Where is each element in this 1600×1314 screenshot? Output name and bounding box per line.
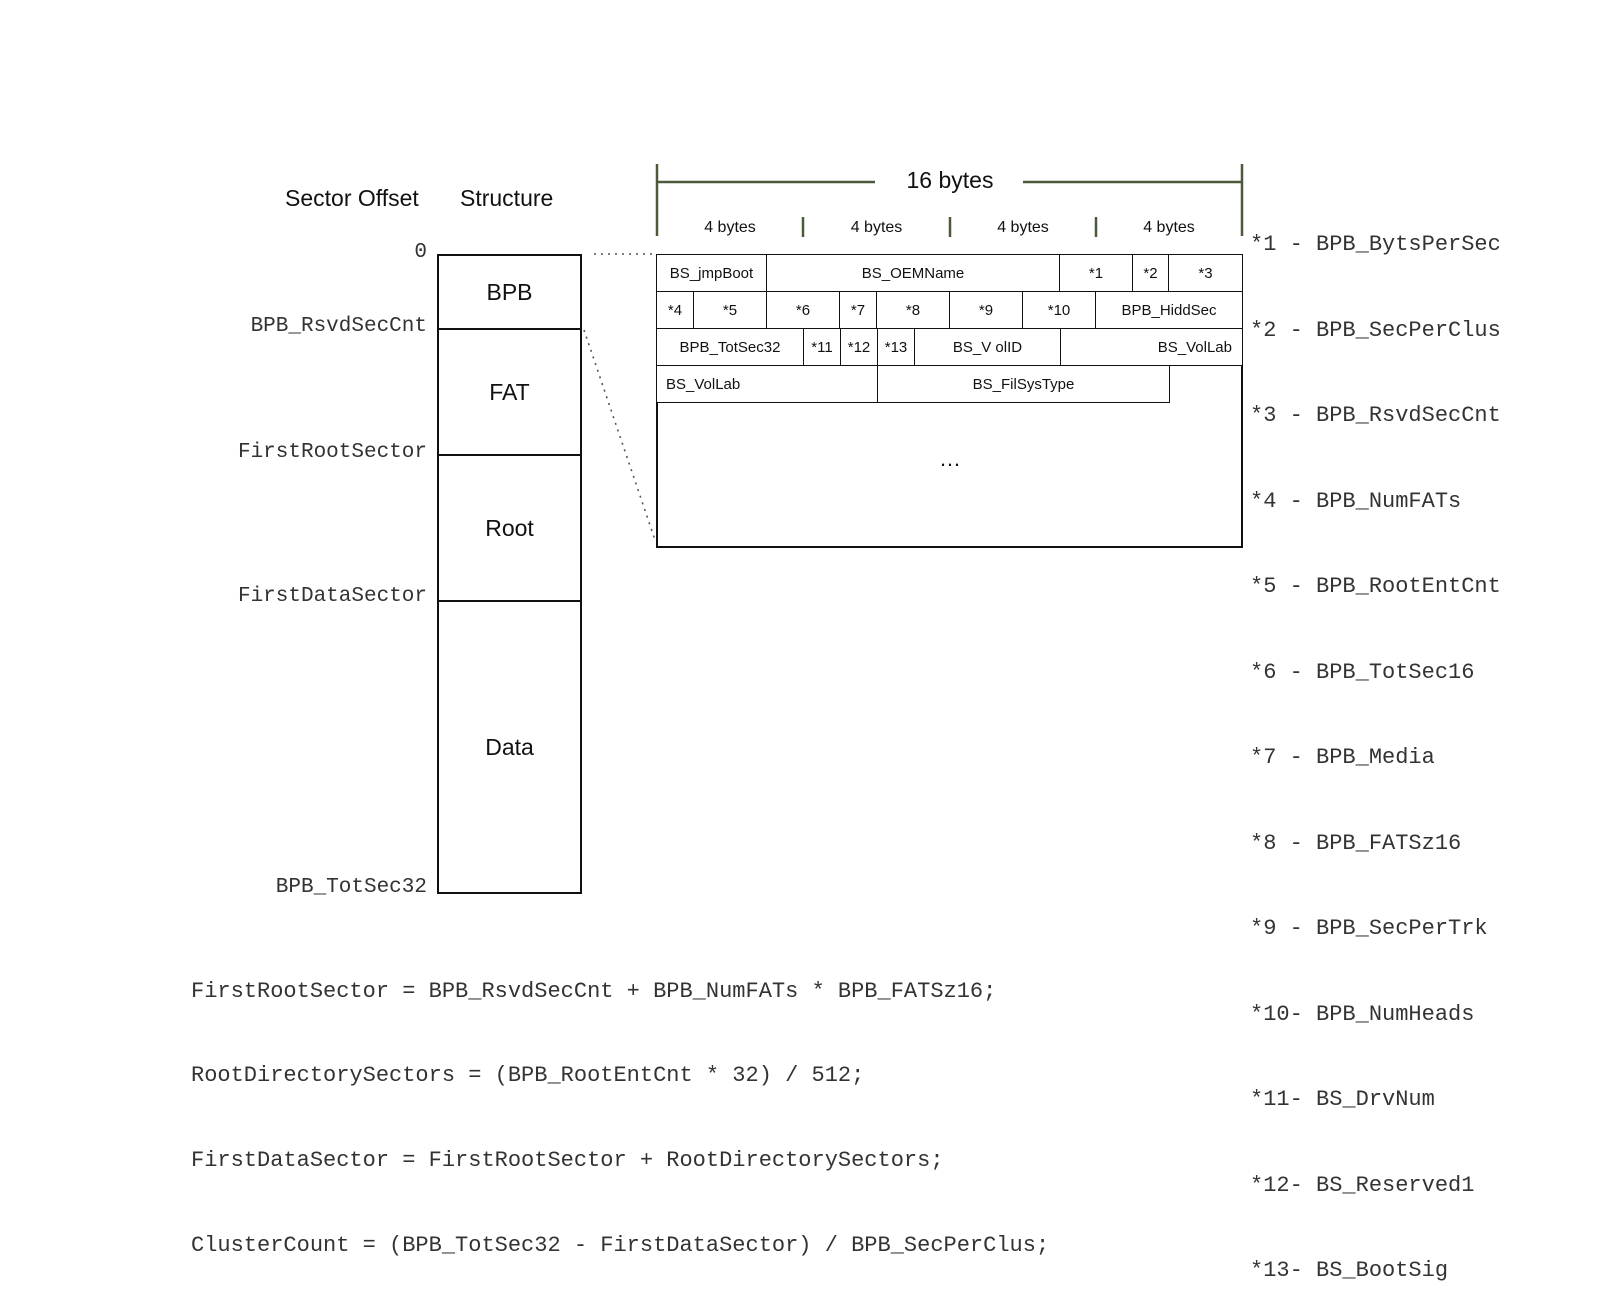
field-bpb-totsec32: BPB_TotSec32: [656, 328, 804, 366]
field-ref-11: *11: [803, 328, 841, 366]
ruler-group-label: 4 bytes: [850, 219, 903, 236]
field-ref-6: *6: [766, 291, 840, 329]
formula-block: FirstRootSector = BPB_RsvdSecCnt + BPB_N…: [191, 921, 1049, 1289]
legend-item: *3 - BPB_RsvdSecCnt: [1250, 403, 1501, 428]
offset-label-firstrootsector: FirstRootSector: [237, 441, 427, 464]
ruler-group-label: 4 bytes: [704, 219, 756, 236]
segment-fat: FAT: [437, 328, 582, 456]
field-ref-4: *4: [656, 291, 694, 329]
field-bpb-hiddsec: BPB_HiddSec: [1095, 291, 1243, 329]
field-bs-vollab-part1: BS_VolLab: [1060, 328, 1243, 366]
segment-root: Root: [437, 454, 582, 602]
field-bs-volid: BS_V olID: [914, 328, 1061, 366]
field-ref-13: *13: [877, 328, 915, 366]
offset-label-0: 0: [414, 241, 427, 264]
field-ref-2: *2: [1132, 254, 1169, 292]
field-bs-jmpboot: BS_jmpBoot: [656, 254, 767, 292]
legend-item: *4 - BPB_NumFATs: [1250, 488, 1462, 514]
byte-ruler: [655, 164, 1244, 237]
field-bs-vollab-part2: BS_VolLab: [656, 365, 878, 403]
offset-label-rsvdseccnt: BPB_RsvdSecCnt: [250, 315, 427, 338]
legend-item: *12- BS_Reserved1: [1250, 1172, 1475, 1198]
legend-item: *5 - BPB_RootEntCnt: [1250, 574, 1501, 599]
ruler-group-label: 4 bytes: [1143, 219, 1195, 236]
legend-item: *6 - BPB_TotSec16: [1250, 659, 1475, 685]
legend-item: *2 - BPB_SecPerClus: [1250, 317, 1501, 343]
field-ref-9: *9: [949, 291, 1023, 329]
legend-item: *13- BS_BootSig: [1250, 1258, 1449, 1283]
legend-item: *9 - BPB_SecPerTrk: [1250, 916, 1488, 941]
field-ref-5: *5: [693, 291, 767, 329]
offset-label-firstdatasector: FirstDataSector: [237, 585, 427, 608]
legend-item: *1 - BPB_BytsPerSec: [1250, 232, 1501, 257]
field-ref-7: *7: [839, 291, 877, 329]
structure-header: Structure: [460, 185, 554, 211]
field-bs-oemname: BS_OEMName: [766, 254, 1060, 292]
legend-item: *10- BPB_NumHeads: [1250, 1001, 1475, 1027]
zoom-connector-bottom: [583, 329, 656, 541]
ruler-total-label: 16 bytes: [906, 167, 994, 193]
diagram-lines: [583, 164, 1244, 541]
field-ref-1: *1: [1059, 254, 1133, 292]
field-ref-3: *3: [1168, 254, 1243, 292]
ruler-group-label: 4 bytes: [997, 219, 1049, 236]
formula-line: FirstDataSector = FirstRootSector + Root…: [191, 1148, 944, 1174]
field-legend: *1 - BPB_BytsPerSec *2 - BPB_SecPerClus …: [1250, 174, 1501, 1314]
legend-item: *7 - BPB_Media: [1250, 745, 1435, 770]
segment-data: Data: [437, 600, 582, 894]
offset-label-totsec32: BPB_TotSec32: [275, 876, 427, 899]
field-ref-8: *8: [876, 291, 950, 329]
legend-item: *11- BS_DrvNum: [1250, 1087, 1435, 1112]
formula-line: ClusterCount = (BPB_TotSec32 - FirstData…: [191, 1233, 1050, 1259]
continuation-ellipsis: …: [939, 446, 961, 471]
sector-offset-header: Sector Offset: [285, 185, 419, 211]
field-ref-12: *12: [840, 328, 878, 366]
formula-line: FirstRootSector = BPB_RsvdSecCnt + BPB_N…: [191, 978, 997, 1004]
field-bs-filsystype: BS_FilSysType: [877, 365, 1170, 403]
formula-line: RootDirectorySectors = (BPB_RootEntCnt *…: [191, 1063, 865, 1089]
field-ref-10: *10: [1022, 291, 1096, 329]
legend-item: *8 - BPB_FATSz16: [1250, 830, 1462, 856]
